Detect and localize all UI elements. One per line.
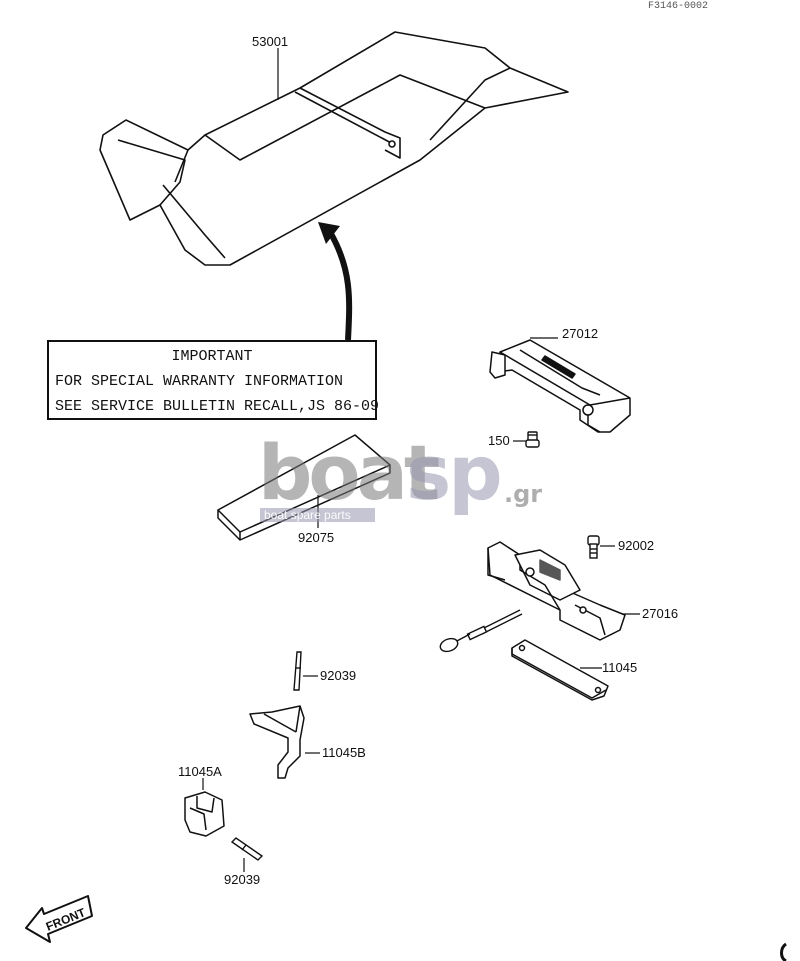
- label-92002: 92002: [618, 538, 654, 553]
- pin-92039-top: [293, 651, 302, 691]
- bracket-11045B: [249, 705, 305, 779]
- figure-code: F3146-0002: [648, 1, 708, 12]
- latch-27012: [489, 339, 631, 433]
- bolt-150: [525, 431, 540, 448]
- label-92075: 92075: [298, 530, 334, 545]
- label-27016: 27016: [642, 606, 678, 621]
- label-53001: 53001: [252, 34, 288, 49]
- corner-mark: [780, 942, 787, 961]
- clip-11045A: [184, 791, 225, 837]
- important-notice: IMPORTANT FOR SPECIAL WARRANTY INFORMATI…: [47, 340, 380, 420]
- latch-cable: [439, 609, 523, 653]
- notice-arrow: [318, 222, 353, 341]
- front-badge: FRONT: [25, 895, 93, 943]
- label-92039-bottom: 92039: [224, 872, 260, 887]
- seat-53001: [99, 31, 569, 266]
- label-11045B: 11045B: [322, 745, 366, 760]
- notice-line-warranty: FOR SPECIAL WARRANTY INFORMATION: [55, 373, 344, 390]
- plate-11045: [511, 639, 609, 701]
- label-11045: 11045: [602, 660, 637, 675]
- label-150: 150: [488, 433, 510, 448]
- notice-title: IMPORTANT: [171, 348, 253, 365]
- pad-92075: [217, 434, 391, 541]
- notice-line-bulletin: SEE SERVICE BULLETIN RECALL,JS 86-09: [55, 398, 380, 415]
- label-11045A: 11045A: [178, 764, 222, 779]
- label-27012: 27012: [562, 326, 598, 341]
- pin-92039-bottom: [230, 837, 264, 861]
- latch-base-27016: [487, 541, 626, 641]
- bolt-92002: [587, 535, 600, 559]
- label-92039-top: 92039: [320, 668, 356, 683]
